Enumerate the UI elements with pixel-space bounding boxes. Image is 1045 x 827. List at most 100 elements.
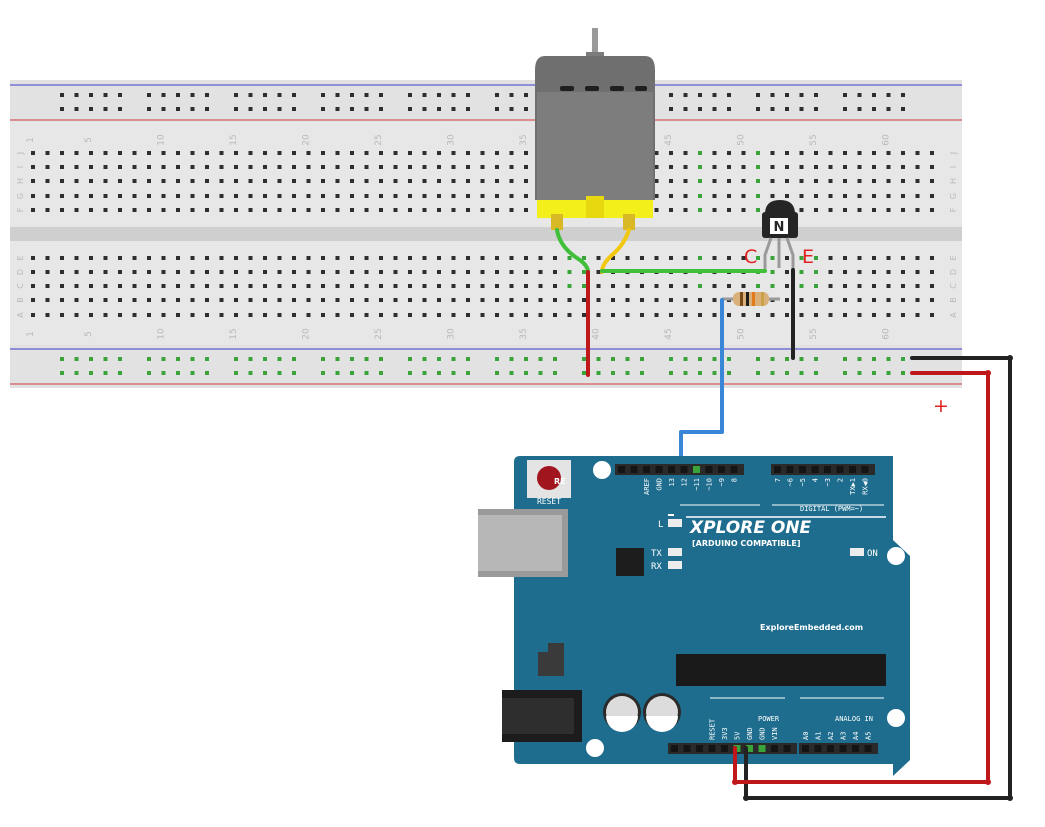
row-letter: G	[949, 193, 958, 199]
row-letter: I	[949, 166, 958, 168]
rail-hole	[524, 93, 528, 97]
led-rx-label: RX	[651, 562, 662, 572]
breadboard-hole	[306, 313, 311, 317]
rail-hole	[843, 107, 847, 111]
rail-hole	[698, 107, 702, 111]
rail-hole	[74, 93, 79, 97]
breadboard-hole	[828, 151, 833, 155]
breadboard-hole	[60, 165, 64, 169]
breadboard-hole	[741, 194, 746, 198]
breadboard-hole	[379, 165, 383, 169]
breadboard-hole	[712, 179, 717, 183]
column-number: 35	[519, 134, 529, 145]
breadboard-hole	[538, 270, 543, 274]
rail-hole	[103, 93, 108, 97]
breadboard-hole	[524, 165, 528, 169]
breadboard-hole	[263, 165, 267, 169]
breadboard-hole	[335, 194, 340, 198]
breadboard-hole	[640, 256, 644, 260]
breadboard-hole	[60, 151, 64, 155]
rail-hole	[466, 93, 470, 97]
breadboard-hole	[364, 284, 369, 288]
header-pin	[836, 466, 844, 473]
breadboard-hole	[379, 284, 383, 288]
breadboard-hole	[277, 256, 282, 260]
row-letter: G	[16, 193, 25, 199]
breadboard-hole	[625, 298, 630, 302]
breadboard-hole	[524, 284, 528, 288]
breadboard-hole	[190, 313, 195, 317]
breadboard-hole	[756, 194, 760, 198]
breadboard-hole	[828, 165, 833, 169]
breadboard-hole	[422, 208, 427, 212]
breadboard-hole	[669, 151, 673, 155]
breadboard-hole	[683, 194, 688, 198]
row-letter: F	[16, 207, 25, 212]
breadboard-hole	[872, 165, 876, 169]
mounting-hole	[887, 709, 905, 727]
breadboard-hole	[495, 151, 499, 155]
breadboard-hole	[393, 270, 398, 274]
breadboard-hole	[132, 256, 137, 260]
breadboard-hole	[538, 313, 543, 317]
rail-hole	[799, 371, 804, 375]
breadboard-hole	[161, 284, 166, 288]
breadboard-hole	[248, 298, 253, 302]
column-number: 15	[229, 134, 239, 145]
rail-hole	[89, 357, 93, 361]
breadboard-hole	[901, 151, 905, 155]
rail-hole	[524, 107, 528, 111]
breadboard-hole	[422, 256, 427, 260]
pin-label: 8	[731, 478, 739, 482]
rail-hole	[495, 107, 499, 111]
breadboard-hole	[770, 179, 775, 183]
breadboard-hole	[654, 165, 659, 169]
rail-hole	[379, 93, 383, 97]
breadboard-hole	[45, 313, 50, 317]
row-letter: D	[16, 269, 25, 275]
pin-label: AREF	[643, 478, 651, 495]
rail-hole	[408, 357, 412, 361]
breadboard-hole	[843, 208, 847, 212]
breadboard-hole	[89, 313, 93, 317]
rail-hole	[89, 371, 93, 375]
breadboard-hole	[857, 165, 862, 169]
row-letter: H	[949, 178, 958, 184]
breadboard-hole	[277, 298, 282, 302]
transistor-type-mark: N	[774, 220, 785, 235]
breadboard-hole	[770, 165, 775, 169]
breadboard-hole	[263, 208, 267, 212]
breadboard-hole	[872, 194, 876, 198]
breadboard-hole	[901, 179, 905, 183]
rail-hole	[408, 371, 412, 375]
usb-chip	[616, 548, 644, 576]
header-pin	[643, 466, 650, 473]
breadboard-hole	[176, 298, 180, 302]
breadboard-hole	[756, 208, 760, 212]
breadboard-hole	[698, 179, 702, 183]
breadboard-hole	[60, 179, 64, 183]
breadboard-hole	[408, 313, 412, 317]
breadboard-hole	[60, 270, 64, 274]
breadboard-hole	[364, 194, 369, 198]
header-pin	[730, 466, 738, 473]
breadboard-hole	[248, 284, 253, 288]
pin-label: GND	[759, 727, 767, 740]
breadboard-hole	[930, 151, 934, 155]
breadboard-hole	[915, 194, 920, 198]
motor-terminal-right	[623, 214, 635, 230]
breadboard-hole	[132, 151, 137, 155]
breadboard-hole	[828, 298, 833, 302]
breadboard-hole	[611, 313, 615, 317]
breadboard-hole	[698, 194, 702, 198]
breadboard-hole	[886, 284, 891, 288]
breadboard-hole	[89, 270, 93, 274]
rail-hole	[205, 371, 209, 375]
motor-terminal-left	[551, 214, 563, 230]
rail-hole	[799, 357, 804, 361]
rail-hole	[886, 93, 891, 97]
board-title: XPLORE ONE	[689, 518, 812, 538]
breadboard-hole	[828, 179, 833, 183]
